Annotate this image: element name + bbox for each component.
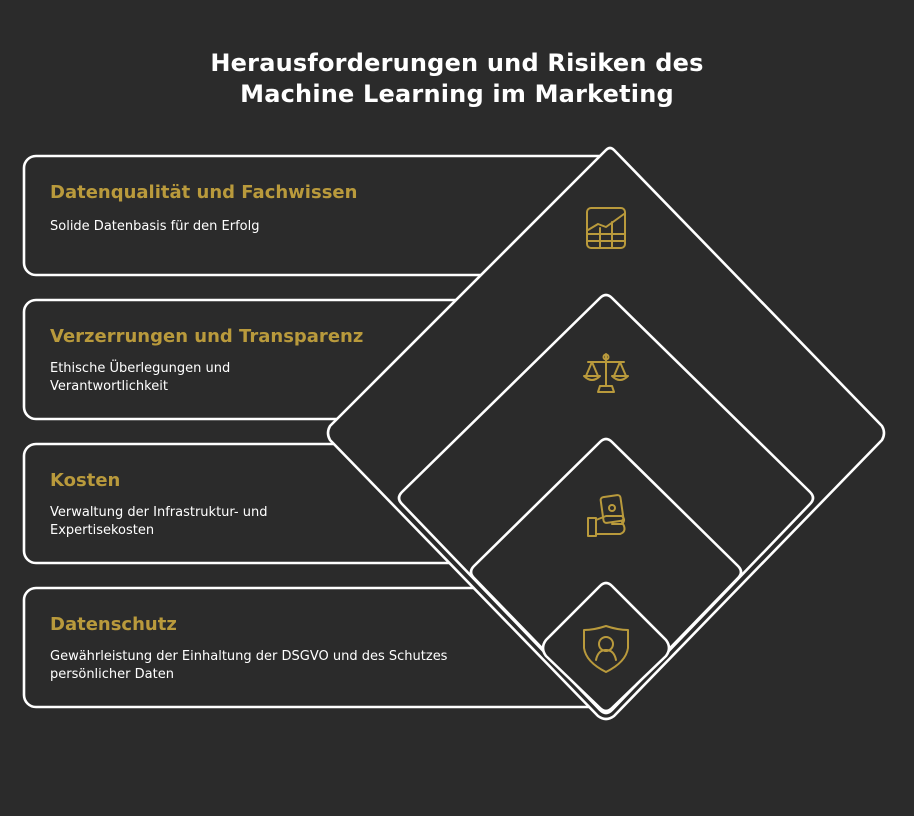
hand-money-icon	[587, 494, 626, 537]
chart-grid-icon	[586, 207, 626, 249]
card-heading: Datenqualität und Fachwissen	[50, 182, 358, 203]
diagram-title: Herausforderungen und Risiken des Machin…	[0, 48, 914, 110]
card-description: Solide Datenbasis für den Erfolg	[50, 219, 260, 234]
title-line-2: Machine Learning im Marketing	[240, 80, 674, 108]
card-verzerrungen: Verzerrungen und Transparenz Ethische Üb…	[50, 326, 364, 396]
card-description: Ethische Überlegungen und Verantwortlich…	[50, 361, 231, 394]
card-heading: Datenschutz	[50, 614, 177, 635]
card-heading: Kosten	[50, 470, 121, 491]
card-heading: Verzerrungen und Transparenz	[50, 326, 364, 347]
card-description: Gewährleistung der Einhaltung der DSGVO …	[50, 649, 448, 682]
card-description: Verwaltung der Infrastruktur- und Expert…	[50, 505, 268, 538]
title-line-1: Herausforderungen und Risiken des	[210, 49, 704, 77]
card-kosten: Kosten Verwaltung der Infrastruktur- und…	[50, 470, 320, 540]
scales-icon	[583, 353, 629, 393]
shield-user-icon	[583, 625, 629, 673]
card-datenschutz: Datenschutz Gewährleistung der Einhaltun…	[50, 614, 450, 684]
card-datenqualitaet: Datenqualität und Fachwissen Solide Date…	[50, 182, 450, 236]
diamond-level-4	[541, 581, 671, 713]
